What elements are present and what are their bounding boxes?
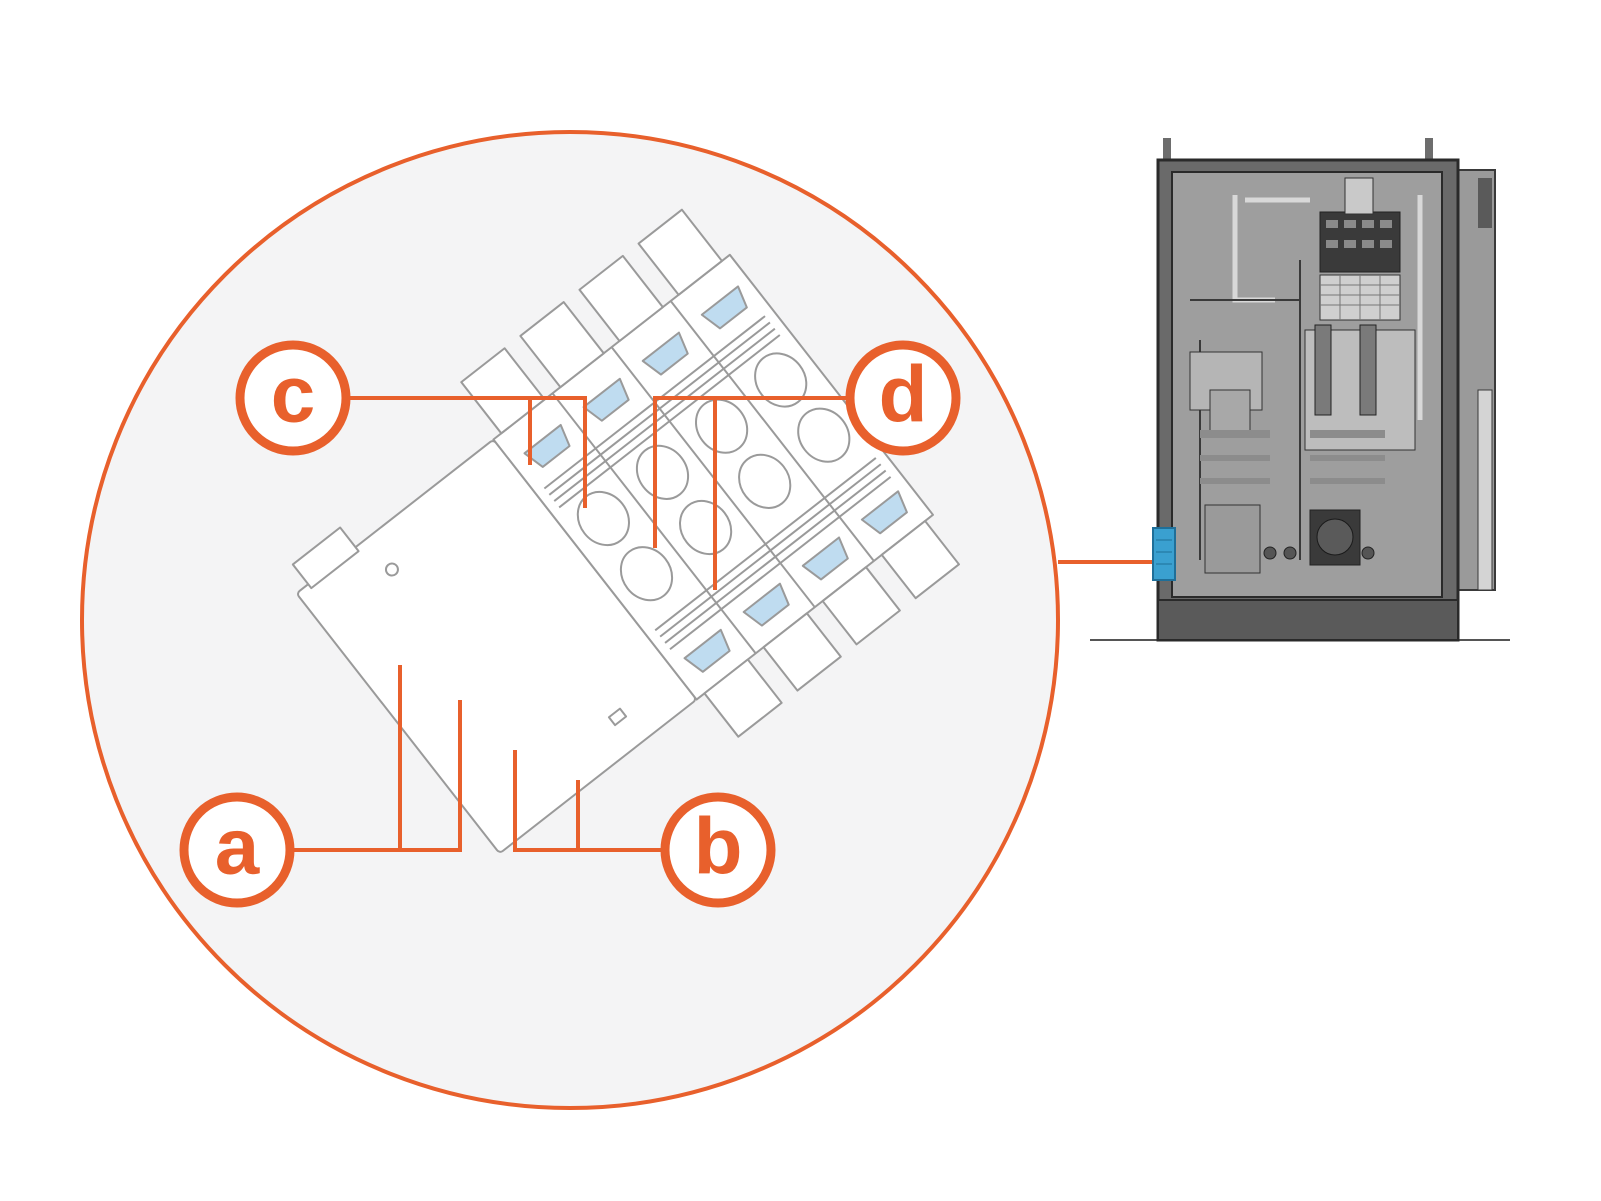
- heatsink-fins: [1320, 275, 1400, 320]
- upper-wire-entries: [523, 285, 748, 468]
- hinge-top: [1478, 178, 1492, 228]
- wire-entry-d1: [641, 331, 689, 376]
- enclosure-overview: [1090, 138, 1510, 642]
- housing-slot: [607, 707, 628, 727]
- leader-lines: [290, 396, 855, 852]
- wire-entry-c2: [582, 377, 630, 422]
- callout-label-b: b: [694, 802, 743, 891]
- callout-label-d: d: [879, 350, 928, 439]
- hinge-lower: [1477, 389, 1493, 591]
- leader-b-2: [513, 750, 578, 852]
- circle-letter-b: b: [660, 792, 776, 908]
- circle-letter-c: c: [235, 340, 351, 456]
- callout-label-c: c: [271, 350, 316, 439]
- ground-studs: [1263, 546, 1375, 560]
- callout-label-a: a: [215, 802, 260, 891]
- terminal-caps-top: [460, 208, 723, 435]
- housing-screw-icon: [384, 562, 399, 577]
- terminal-block-location-detail: [1156, 539, 1172, 565]
- breaker-slots: [1326, 220, 1392, 248]
- wire-entry-a2: [742, 582, 790, 627]
- terminal-feet-bottom: [703, 519, 960, 738]
- cabinet-base: [1157, 599, 1459, 641]
- wire-entry-c1: [523, 423, 571, 468]
- leader-d-2: [653, 396, 715, 548]
- wire-entry-b2: [860, 490, 908, 535]
- circle-letter-d: d: [845, 340, 961, 456]
- circle-letter-a: a: [179, 792, 295, 908]
- mounting-lug: [291, 526, 360, 590]
- lower-cover: [1204, 504, 1261, 574]
- terminal-block-location: [1152, 527, 1176, 581]
- leader-c-2: [530, 396, 587, 508]
- wire-entry-d2: [700, 285, 748, 330]
- lower-wire-entries: [683, 490, 908, 673]
- terminal-block: [291, 208, 960, 853]
- screw-openings: [576, 352, 851, 602]
- dc-busbar-left: [1314, 324, 1332, 416]
- fan-icon: [1316, 518, 1354, 556]
- leader-a-2: [400, 700, 462, 852]
- lifting-eye-right: [1425, 138, 1433, 160]
- lifting-eye-left: [1163, 138, 1171, 160]
- wire-entry-b1: [801, 536, 849, 581]
- wire-entry-a1: [683, 628, 731, 673]
- backplate-labels: [1200, 430, 1385, 484]
- dc-busbar-right: [1359, 324, 1377, 416]
- top-busbar: [1344, 177, 1374, 215]
- ac-terminal-cover: [1209, 389, 1251, 433]
